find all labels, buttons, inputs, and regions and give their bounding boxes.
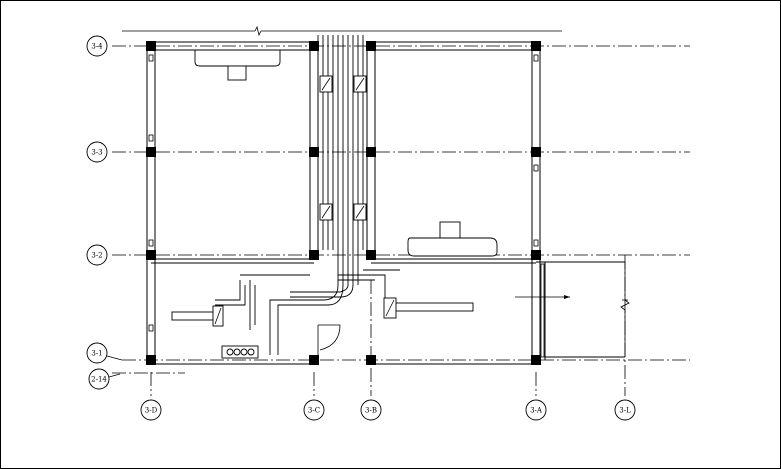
grid-bubble-col-3-C: 3-C xyxy=(303,399,325,421)
grid-bubble-row-3-2: 3-2 xyxy=(86,244,108,266)
grid-label-3-3: 3-3 xyxy=(91,149,102,157)
vertical-ducts xyxy=(317,35,367,285)
branch-ducts xyxy=(171,263,570,359)
grid-bubble-row-2-14: 2-14 xyxy=(88,368,121,390)
equipment-unit-top xyxy=(194,49,281,81)
grid-label-3-L: 3-L xyxy=(619,407,631,415)
grid-bubble-col-3-L: 3-L xyxy=(614,399,636,421)
grid-bubble-col-3-A: 3-A xyxy=(525,399,547,421)
grid-label-3-A: 3-A xyxy=(530,407,543,415)
grid-bubble-row-3-1: 3-1 xyxy=(86,342,123,364)
grid-label-3-C: 3-C xyxy=(308,407,320,415)
equipment-unit-mid xyxy=(407,221,498,257)
horizontal-grid-lines xyxy=(112,45,690,374)
window-marks xyxy=(148,54,539,332)
grid-bubble-col-3-D: 3-D xyxy=(140,399,162,421)
grid-label-3-1: 3-1 xyxy=(91,350,102,358)
structural-columns xyxy=(146,41,541,365)
row-bubbles: 3-4 3-3 3-2 3-1 2-14 xyxy=(86,35,123,390)
grid-bubble-row-3-4: 3-4 xyxy=(86,35,108,57)
grid-label-3-D: 3-D xyxy=(145,407,158,415)
grid-label-3-B: 3-B xyxy=(365,407,377,415)
grid-bubble-row-3-3: 3-3 xyxy=(86,141,108,163)
column-bubbles: 3-D 3-C 3-B 3-A 3-L xyxy=(140,399,636,421)
walls xyxy=(146,41,630,365)
grid-label-2-14: 2-14 xyxy=(91,376,107,384)
grid-label-3-2: 3-2 xyxy=(91,252,102,260)
grid-label-3-4: 3-4 xyxy=(91,43,103,51)
grid-bubble-col-3-B: 3-B xyxy=(360,399,382,421)
top-break-line xyxy=(122,25,562,37)
